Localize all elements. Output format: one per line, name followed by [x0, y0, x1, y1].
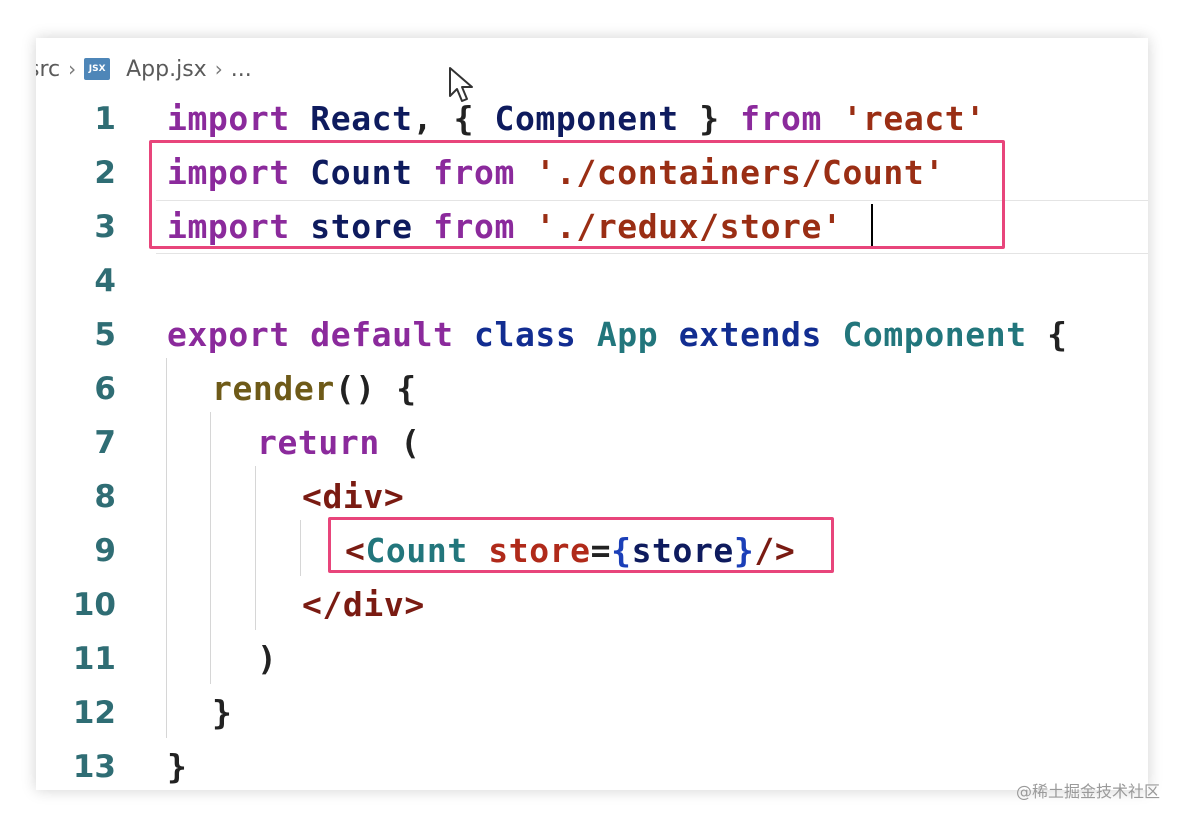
code-text: import React, { Component } from 'react': [167, 92, 986, 146]
code-text: <div>: [302, 470, 404, 524]
line-number: 2: [94, 155, 116, 191]
line-number: 8: [94, 479, 116, 515]
code-line[interactable]: 3 import store from './redux/store': [36, 200, 1148, 254]
breadcrumb-more[interactable]: ...: [230, 56, 252, 82]
mouse-pointer-icon: [449, 67, 473, 102]
punctuation: ,: [412, 99, 434, 138]
code-editor[interactable]: src › JSX App.jsx › ... 1 import React, …: [36, 38, 1148, 790]
keyword: class: [474, 315, 577, 354]
identifier: Component: [494, 99, 679, 138]
component-name: Count: [365, 531, 468, 570]
line-number: 10: [72, 587, 116, 623]
keyword: from: [433, 153, 515, 192]
punctuation: {: [453, 99, 475, 138]
code-text: </div>: [302, 578, 425, 632]
keyword: default: [310, 315, 454, 354]
punctuation: }: [699, 99, 720, 138]
identifier: Count: [310, 153, 413, 192]
code-text: return (: [257, 416, 421, 470]
string: './redux/store: [535, 207, 822, 246]
code-text: }: [212, 686, 232, 740]
line-number: 6: [94, 371, 116, 407]
highlight-box-imports: [149, 140, 1005, 249]
code-text: ): [257, 632, 277, 686]
code-line[interactable]: 8 <div>: [36, 470, 1148, 524]
highlight-box-count-component: [328, 517, 834, 573]
indent-guide: [166, 358, 167, 738]
keyword: return: [257, 423, 380, 462]
code-text: import Count from './containers/Count': [167, 146, 945, 200]
punctuation: ): [257, 639, 278, 678]
punctuation: (: [400, 423, 421, 462]
punctuation: }: [167, 747, 188, 786]
line-number: 11: [72, 641, 116, 677]
jsx-tag: </div>: [302, 585, 425, 624]
string: 'react': [842, 99, 986, 138]
code-line[interactable]: 12 }: [36, 686, 1148, 740]
string: './containers/Count': [535, 153, 945, 192]
keyword: extends: [678, 315, 822, 354]
code-text: import store from './redux/store': [167, 200, 842, 254]
punctuation: {: [396, 369, 417, 408]
punctuation: {: [1047, 315, 1068, 354]
line-number: 13: [72, 749, 116, 785]
code-line[interactable]: 10 </div>: [36, 578, 1148, 632]
line-number: 3: [94, 209, 116, 245]
punctuation: =: [590, 531, 612, 570]
class-name: App: [596, 315, 659, 354]
chevron-right-icon: ›: [68, 57, 77, 81]
string: ': [822, 207, 843, 246]
code-text: <Count store={store}/>: [345, 524, 795, 578]
breadcrumb-folder[interactable]: src: [36, 56, 61, 82]
text-caret: [871, 204, 873, 248]
function-name: render: [212, 369, 335, 408]
line-number: 5: [94, 317, 116, 353]
identifier: React: [310, 99, 413, 138]
code-text: render() {: [212, 362, 417, 416]
class-name: Component: [842, 315, 1027, 354]
keyword: from: [740, 99, 822, 138]
indent-guide: [210, 412, 211, 684]
identifier: store: [631, 531, 734, 570]
breadcrumb: src › JSX App.jsx › ...: [36, 52, 252, 86]
keyword: import: [167, 153, 290, 192]
code-line[interactable]: 13 }: [36, 740, 1148, 790]
code-line[interactable]: 11 ): [36, 632, 1148, 686]
code-text: }: [167, 740, 187, 790]
code-text: export default class App extends Compone…: [167, 308, 1068, 362]
line-number: 12: [72, 695, 116, 731]
jsx-tag: <: [345, 531, 366, 570]
jsx-attribute: store: [488, 531, 591, 570]
line-number: 9: [94, 533, 116, 569]
code-line[interactable]: 2 import Count from './containers/Count': [36, 146, 1148, 200]
keyword: from: [433, 207, 515, 246]
punctuation: {: [611, 531, 632, 570]
indent-guide: [300, 520, 301, 576]
keyword: import: [167, 207, 290, 246]
watermark: @稀土掘金技术社区: [1015, 782, 1160, 801]
breadcrumb-file[interactable]: App.jsx: [126, 56, 207, 82]
punctuation: }: [733, 531, 755, 570]
indent-guide: [255, 466, 256, 630]
jsx-file-icon: JSX: [84, 58, 111, 80]
keyword: export: [167, 315, 290, 354]
code-line[interactable]: 9 <Count store={store}/>: [36, 524, 1148, 578]
jsx-tag: />: [754, 531, 796, 570]
code-line[interactable]: 5 export default class App extends Compo…: [36, 308, 1148, 362]
current-line-highlight: [156, 200, 1148, 254]
line-number: 7: [94, 425, 116, 461]
line-number: 4: [94, 263, 116, 299]
identifier: store: [310, 207, 413, 246]
code-line[interactable]: 6 render() {: [36, 362, 1148, 416]
code-line[interactable]: 1 import React, { Component } from 'reac…: [36, 92, 1148, 146]
jsx-tag: <div>: [302, 477, 405, 516]
punctuation: }: [212, 693, 233, 732]
code-line[interactable]: 4: [36, 254, 1148, 308]
code-line[interactable]: 7 return (: [36, 416, 1148, 470]
punctuation: (): [334, 369, 376, 408]
keyword: import: [167, 99, 290, 138]
line-number: 1: [94, 101, 116, 137]
chevron-right-icon: ›: [214, 57, 223, 81]
